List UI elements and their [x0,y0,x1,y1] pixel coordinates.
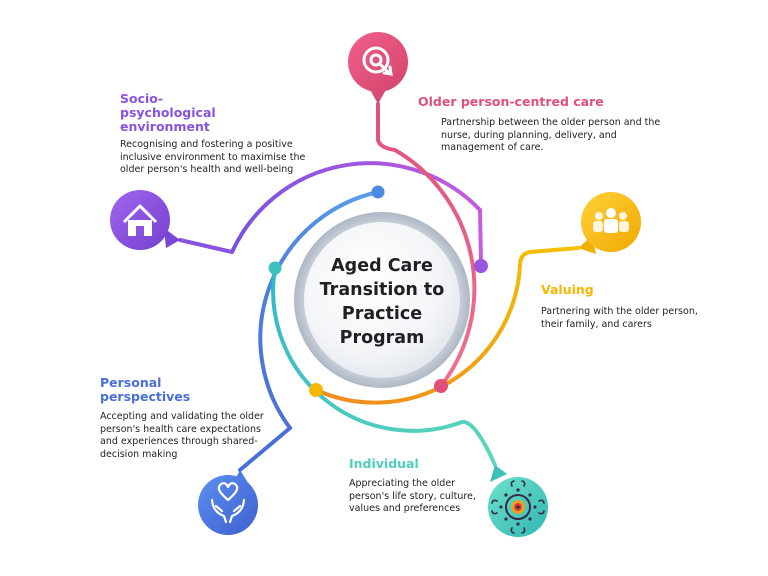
arc-teal [271,266,497,467]
center-title-line: Transition to [319,280,445,300]
pin-socio-psychological-environment [110,190,180,250]
pin-personal-perspectives [198,470,258,535]
spiral-arcs [178,102,580,472]
people-group-icon [593,208,629,233]
dot-pink [434,379,448,393]
personal-perspectives-title: Personal perspectives [100,375,191,404]
pin-older-person-centred-care [348,32,408,104]
socio-psychological-environment-title: Socio-psychological environment [120,91,216,134]
individual-title: Individual [349,456,419,471]
aboriginal-art-icon [491,480,545,534]
center-title-line: Aged Care [331,256,433,276]
center-hub [294,212,470,388]
dot-purple [474,259,488,273]
valuing-title: Valuing [541,282,594,297]
arc-purple [230,161,483,265]
dot-blue [371,185,385,199]
arc-blue [258,190,380,430]
connector-blue [238,426,292,472]
center-title-line: Program [339,328,425,348]
socio-psychological-environment-description: Recognising and fostering a positive inc… [120,139,306,175]
older-person-centred-care-title: Older person-centred care [418,94,604,109]
dot-yellow [309,383,323,397]
center-title-line: Practice [341,304,423,324]
pin-valuing [578,192,641,254]
pin-individual [488,465,548,537]
heart-hands-icon [210,482,246,524]
home-icon [122,204,158,236]
dot-teal [268,261,282,275]
center-title: Aged Care Transition to Practice Program [300,254,464,350]
personal-perspectives-description: Accepting and validating the older perso… [100,411,264,460]
individual-description: Appreciating the older person's life sto… [349,478,476,514]
cursor-click-icon [362,46,393,76]
connector-purple [178,238,234,254]
arc-yellow [314,246,580,405]
older-person-centred-care-description: Partnership between the older person and… [441,117,661,153]
arc-pink [376,102,477,388]
valuing-description: Partnering with the older person, their … [541,306,698,330]
